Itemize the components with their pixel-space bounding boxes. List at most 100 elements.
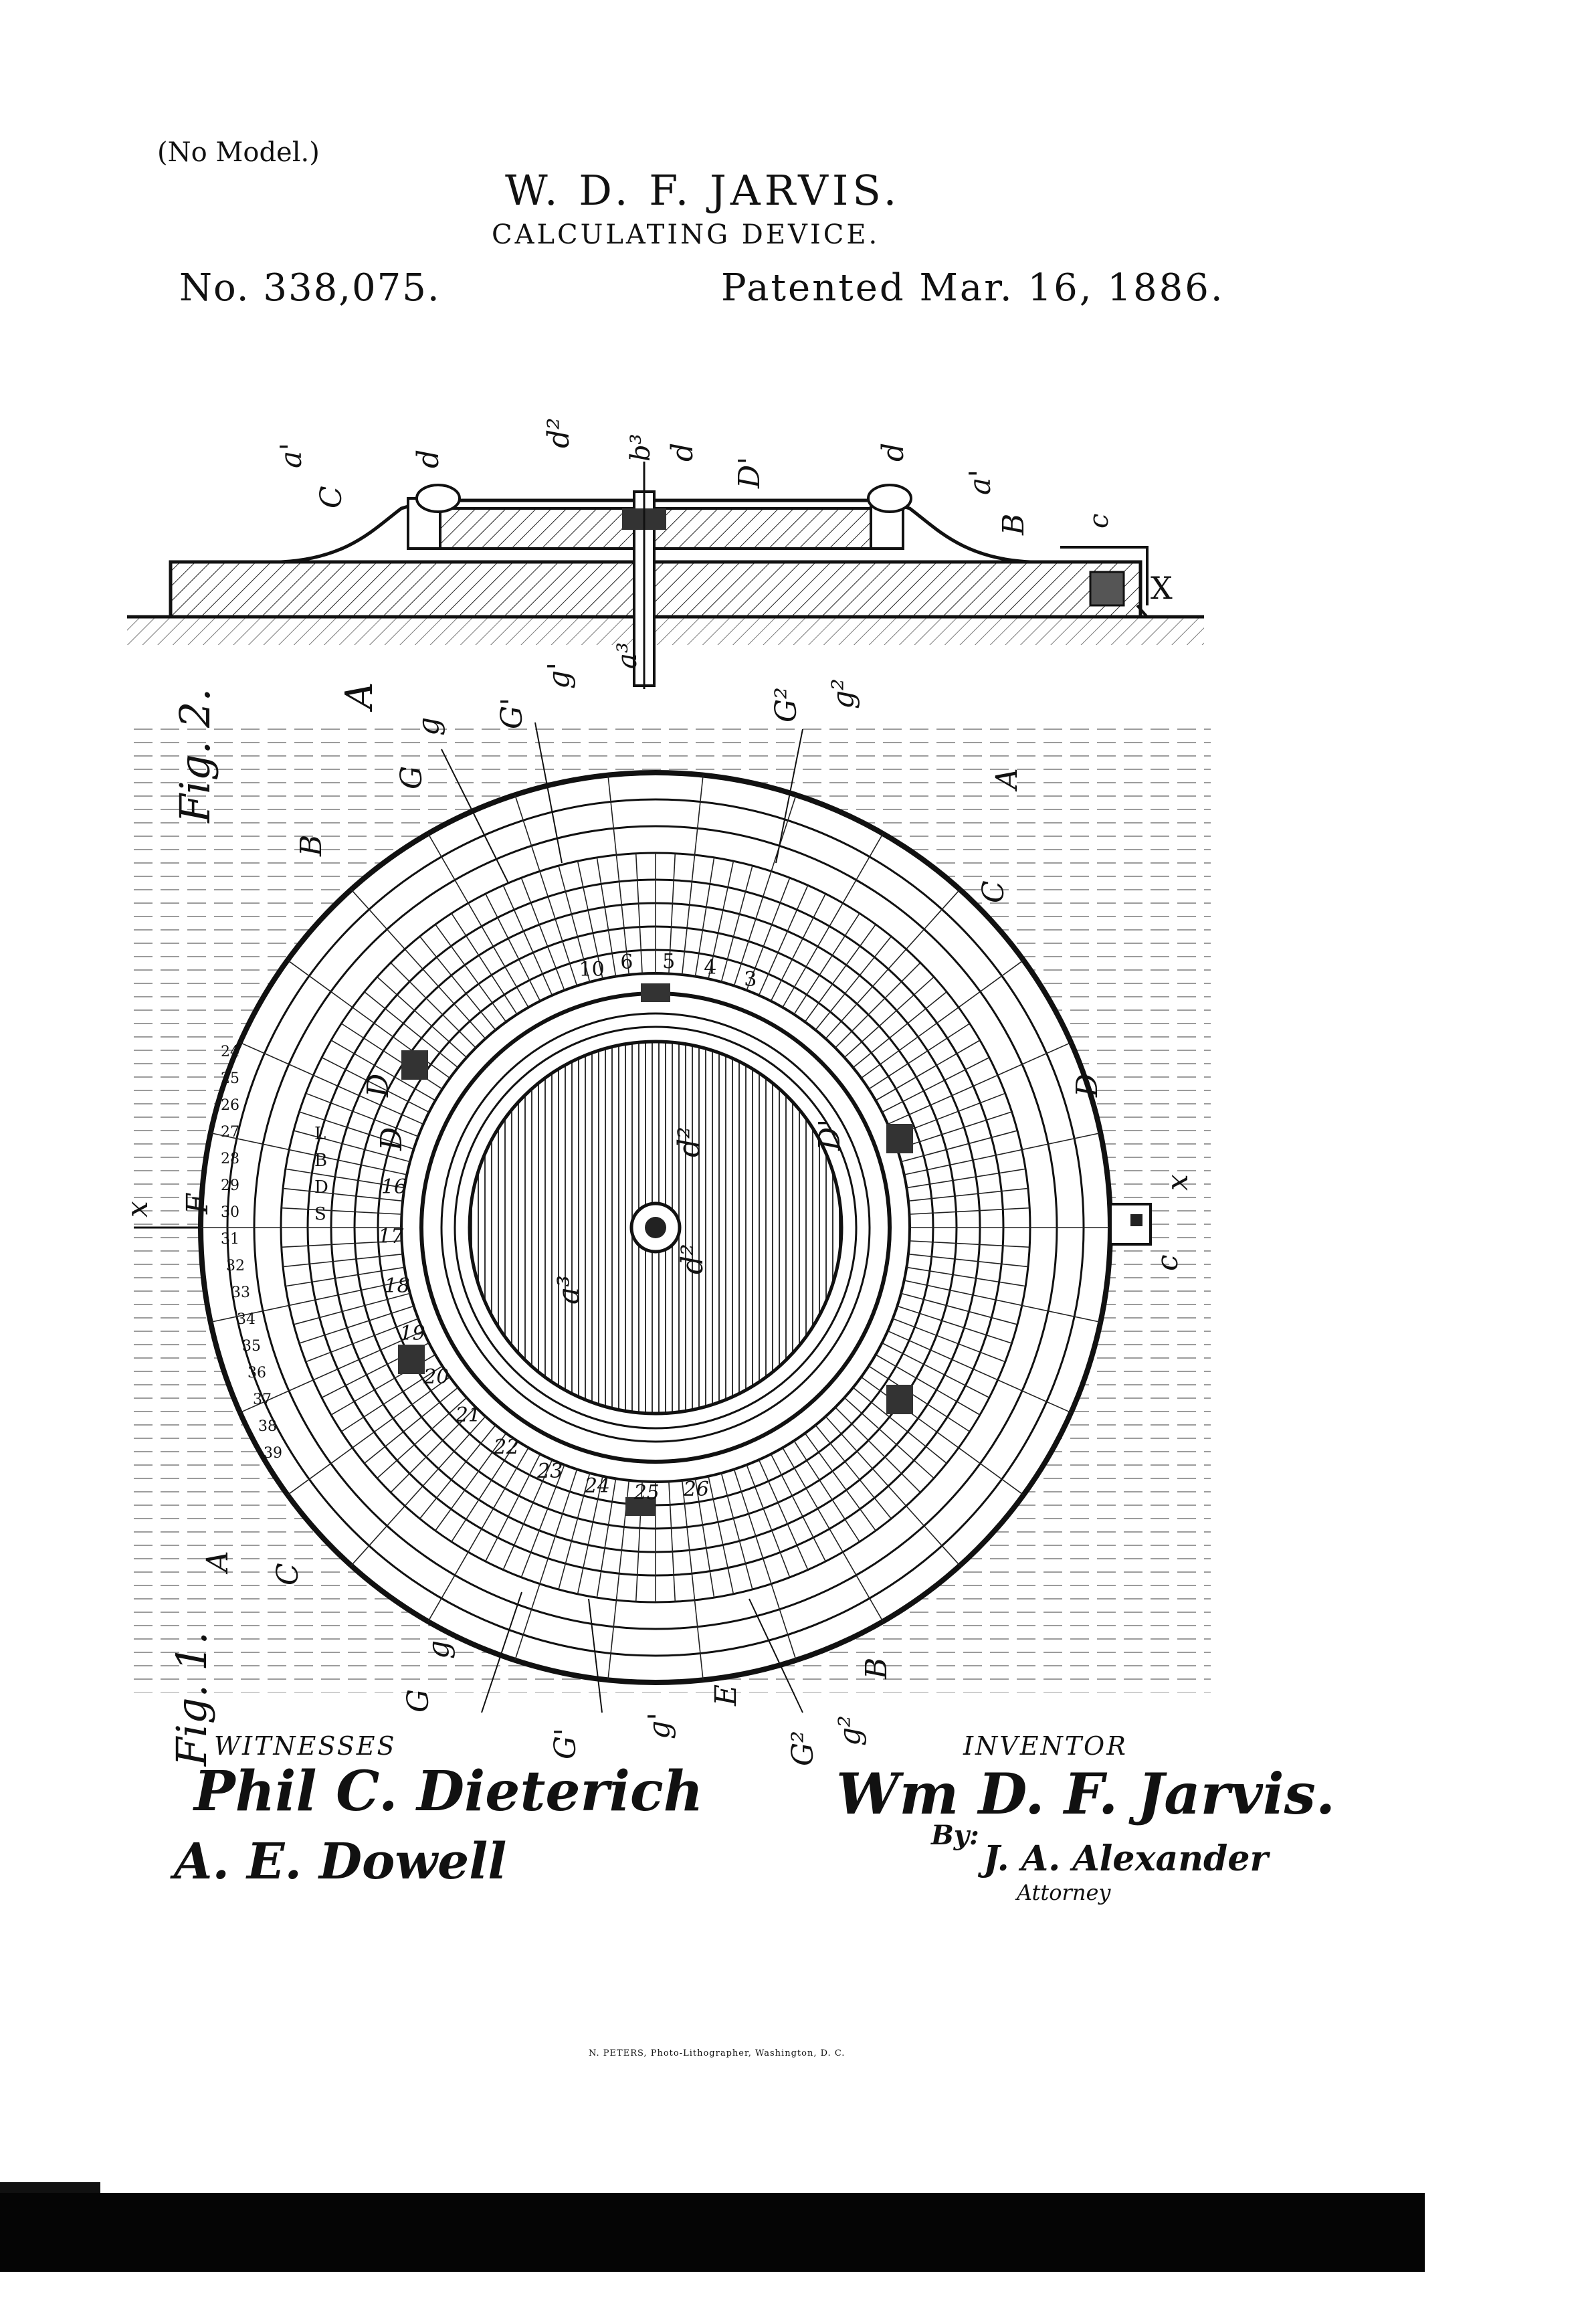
ring-division-line xyxy=(287,1376,451,1496)
ring-division-line xyxy=(558,865,591,983)
ring-division-line xyxy=(770,1454,826,1562)
ring-division-line xyxy=(868,1365,971,1432)
attorney-signature: J. A. Alexander xyxy=(983,1838,1268,1879)
inner-ring-number: 25 xyxy=(633,1480,660,1505)
plan-label-g2-top-small: g² xyxy=(826,678,860,709)
label-b-right: B xyxy=(997,513,1031,535)
ring-division-line xyxy=(520,1464,565,1578)
ring-division-line xyxy=(668,853,676,974)
plan-label-g1-top-small: g' xyxy=(542,662,576,689)
plan-label-x-right: x xyxy=(1161,1174,1195,1191)
ring-division-line xyxy=(239,1042,424,1125)
ring-division-line xyxy=(210,1132,407,1175)
ring-division-line xyxy=(860,959,1024,1079)
plan-label-g1-top: G' xyxy=(495,697,529,729)
device-title: CALCULATING DEVICE. xyxy=(492,219,880,250)
ring-division-line xyxy=(852,991,947,1068)
inner-ring-number: 19 xyxy=(399,1321,425,1345)
ring-division-line xyxy=(305,1318,419,1363)
left-column-number: 29 xyxy=(221,1177,239,1194)
label-c-small: c xyxy=(1084,513,1114,528)
ring-division-line xyxy=(281,1207,402,1215)
ring-division-line xyxy=(351,889,486,1040)
inventor-label: INVENTOR xyxy=(963,1731,1128,1761)
ring-division-line xyxy=(825,1416,961,1566)
ring-division-line xyxy=(900,1130,1018,1163)
plan-label-d1-right: D' xyxy=(813,1119,847,1151)
attorney-label: Attorney xyxy=(1017,1880,1111,1905)
witness-2-signature: A. E. Dowell xyxy=(174,1833,507,1891)
ring-division-line xyxy=(351,1416,486,1566)
ring-division-line xyxy=(285,1266,405,1287)
left-column-number: 30 xyxy=(221,1204,239,1221)
ring-division-line xyxy=(502,885,553,996)
ring-division-line xyxy=(427,833,529,1008)
ring-division-line xyxy=(390,1407,476,1493)
ring-division-line xyxy=(904,1280,1101,1323)
ring-division-line xyxy=(906,1168,1026,1189)
ring-division-line xyxy=(804,1432,876,1531)
ring-division-line xyxy=(909,1240,1030,1248)
ring-division-line xyxy=(364,991,459,1068)
fig2-section-view xyxy=(127,462,1204,689)
top-ring-number: 4 xyxy=(704,955,717,979)
label-d2: d² xyxy=(542,417,576,448)
ring-division-line xyxy=(596,857,617,977)
ring-division-line xyxy=(782,1447,884,1622)
ring-division-line xyxy=(908,1253,1029,1268)
ring-division-line xyxy=(282,1253,403,1268)
ring-division-line xyxy=(720,865,753,983)
left-column-number: 34 xyxy=(237,1311,256,1328)
left-column-number: 37 xyxy=(253,1391,272,1408)
top-ring-number: 3 xyxy=(744,968,757,992)
ring-division-line xyxy=(909,1207,1030,1215)
ring-division-line xyxy=(843,1397,934,1479)
plan-label-e-bot: E xyxy=(709,1684,743,1706)
plan-label-g-bot: G xyxy=(401,1688,435,1713)
ring-division-line xyxy=(419,1424,496,1519)
ring-division-line xyxy=(293,1130,411,1163)
inner-ring-number: 17 xyxy=(378,1225,404,1249)
ring-division-line xyxy=(804,924,876,1023)
ring-division-line xyxy=(285,1168,405,1189)
plan-label-g1-bot-small: g' xyxy=(642,1712,676,1739)
ring-division-line xyxy=(282,1187,403,1202)
ring-division-line xyxy=(435,924,507,1023)
plan-label-b-left: D xyxy=(361,1073,395,1097)
ring-division-line xyxy=(514,795,578,986)
ring-division-line xyxy=(596,1478,617,1598)
ring-division-line xyxy=(340,1365,443,1432)
ring-division-line xyxy=(299,1305,414,1344)
ring-division-line xyxy=(852,1387,947,1464)
left-column-number: 39 xyxy=(264,1445,282,1462)
ring-division-line xyxy=(210,1280,407,1323)
ring-division-line xyxy=(305,1092,419,1137)
lithographer-credit: N. PETERS, Photo-Lithographer, Washingto… xyxy=(589,2048,845,2058)
ring-division-line xyxy=(377,1397,468,1479)
ring-division-line xyxy=(793,1440,860,1543)
plan-label-g-bot-small: g xyxy=(421,1640,456,1659)
ring-division-line xyxy=(835,1407,921,1493)
inner-ring-number: 21 xyxy=(455,1403,481,1428)
left-column-number: 25 xyxy=(221,1070,239,1087)
left-column-number: 28 xyxy=(221,1151,239,1167)
plan-label-d-center: d² xyxy=(676,1244,710,1274)
label-a-section: A xyxy=(338,682,381,709)
ring-division-line xyxy=(720,1472,753,1590)
ring-division-line xyxy=(364,1387,459,1464)
ring-division-line xyxy=(900,1292,1018,1325)
label-x-right: X xyxy=(1151,570,1173,606)
ring-division-line xyxy=(815,936,892,1031)
ring-division-line xyxy=(746,877,791,991)
inventor-signature: Wm D. F. Jarvis. xyxy=(836,1761,1336,1827)
plan-label-c-right: c xyxy=(1151,1254,1185,1271)
ring-division-line xyxy=(875,1040,981,1101)
ring-letter: S xyxy=(314,1204,326,1224)
plan-label-b-br: B xyxy=(860,1657,894,1679)
ring-division-line xyxy=(451,1440,518,1543)
plan-label-g-top-small: g xyxy=(411,716,445,736)
ring-division-line xyxy=(681,1480,704,1680)
left-column-number: 26 xyxy=(221,1097,239,1114)
top-ring-number: 5 xyxy=(662,949,676,973)
ring-division-line xyxy=(887,1330,1072,1414)
